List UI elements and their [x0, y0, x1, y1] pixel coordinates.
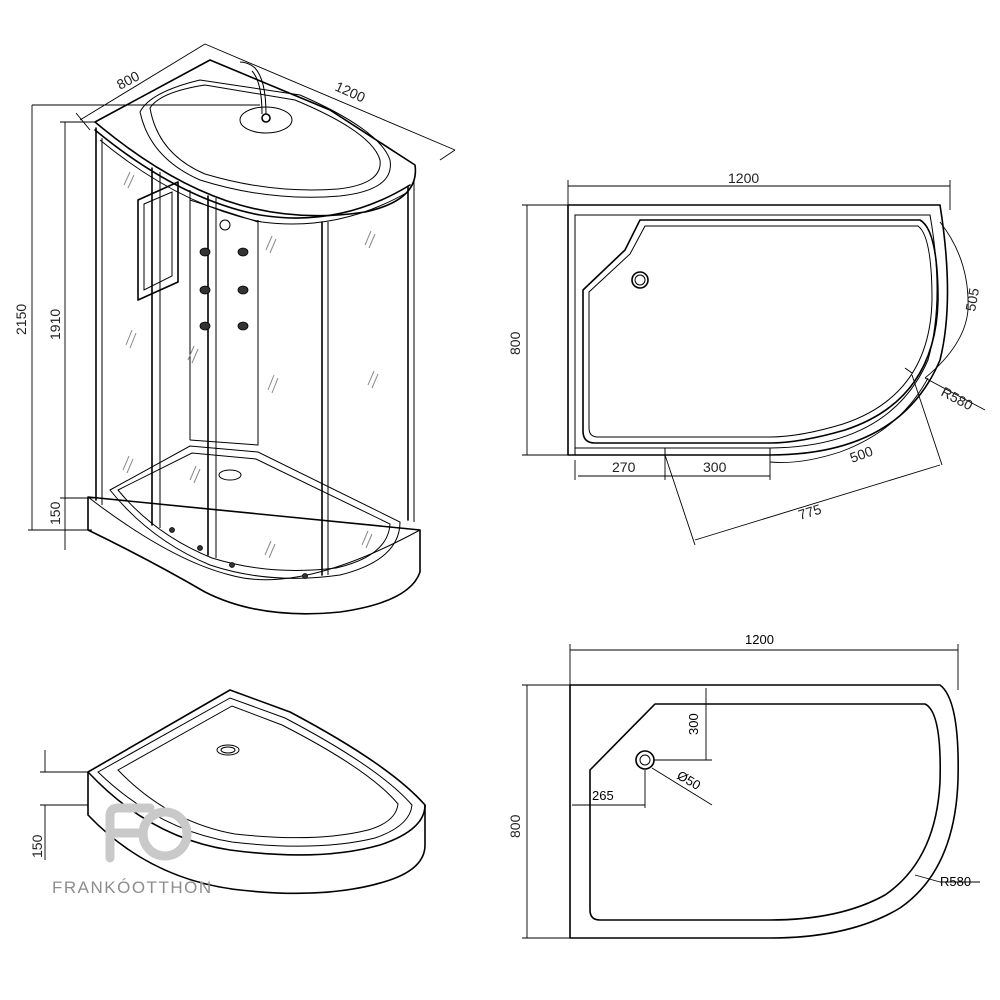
fo-logo — [105, 803, 192, 863]
cabin-dim-depth: 800 — [114, 67, 142, 92]
tray-plan-dim-drain-dia: Ø50 — [675, 768, 704, 793]
tray-plan-dim-depth: 800 — [507, 814, 523, 838]
plan-dim-left: 270 — [612, 459, 636, 475]
plan-dim-width: 1200 — [728, 170, 759, 186]
plan-dim-radius: R580 — [939, 384, 976, 414]
plan-dim-depth: 800 — [507, 331, 523, 355]
tray-plan-dim-drain-y: 300 — [686, 713, 701, 735]
cabin-dim-width: 1200 — [333, 78, 368, 105]
cabin-dim-glass-height: 1910 — [47, 309, 63, 340]
tray-plan-dim-radius: R580 — [940, 874, 971, 889]
brand-watermark: FRANKÓOTTHON — [52, 803, 213, 897]
tray-plan: 1200 800 300 265 Ø50 R580 — [507, 632, 980, 939]
shower-cabin-isometric: 800 1200 2150 1910 150 — [13, 43, 456, 615]
plan-dim-arc-door: 500 — [848, 443, 876, 466]
plan-dim-diagonal: 775 — [796, 501, 823, 523]
brand-name: FRANKÓOTTHON — [52, 878, 213, 897]
plan-dim-arc-short: 505 — [962, 287, 982, 313]
tray-dim-height: 150 — [29, 834, 45, 858]
tray-plan-dim-drain-x: 265 — [592, 788, 614, 803]
body-jets — [199, 219, 249, 331]
cabin-dim-total-height: 2150 — [13, 304, 29, 335]
tray-isometric: 150 — [29, 689, 426, 895]
plan-dim-opening: 300 — [703, 459, 727, 475]
tray-plan-dim-width: 1200 — [745, 632, 774, 647]
cabin-dim-base-height: 150 — [47, 501, 63, 525]
cabin-top-plan: 1200 800 505 R580 500 270 300 775 — [507, 170, 986, 546]
